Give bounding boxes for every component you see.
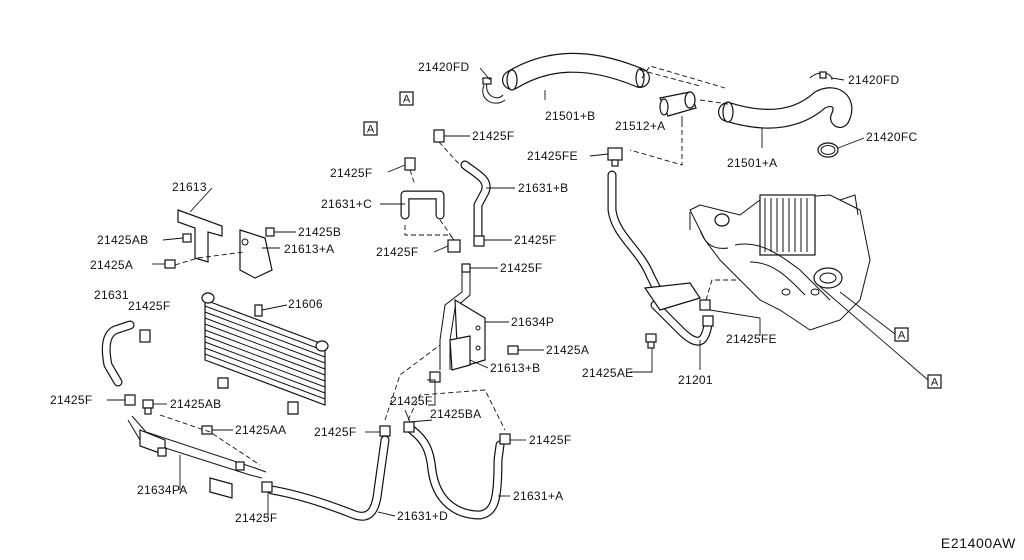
label-21501-b: 21501+B <box>545 109 595 123</box>
clip-21425f-8 <box>499 433 511 445</box>
label-21613: 21613 <box>172 180 207 194</box>
clip-21425f-7 <box>403 421 415 433</box>
label-21425f-3: 21425F <box>376 245 419 259</box>
svg-text:A: A <box>403 94 411 106</box>
label-21631: 21631 <box>94 288 129 302</box>
bolt-21425ab-lower <box>142 399 154 415</box>
label-21501-a: 21501+A <box>727 156 777 170</box>
ref-marker-a-lower-right: A <box>927 374 942 389</box>
clip-21425fe-bottom <box>699 299 711 311</box>
bolt-21425aa <box>201 425 213 435</box>
clip-21425f-4 <box>473 235 485 247</box>
bracket-21634pa <box>127 415 267 499</box>
hose-21631-b <box>460 160 491 243</box>
label-21634p: 21634P <box>511 315 554 329</box>
cooler-21606 <box>201 292 329 415</box>
clip-21425f-6 <box>379 425 391 437</box>
clamp-21420fc <box>817 142 839 158</box>
hose-21631-a <box>407 425 505 520</box>
label-21613-a: 21613+A <box>284 242 334 256</box>
clip-21425f-1 <box>433 129 445 143</box>
label-21425f-7: 21425F <box>314 425 357 439</box>
clip-21425f-3 <box>447 239 461 253</box>
label-21606: 21606 <box>288 297 323 311</box>
svg-text:A: A <box>898 330 906 342</box>
label-21425f-4: 21425F <box>514 233 557 247</box>
hose-21631-c <box>400 190 445 220</box>
svg-text:A: A <box>367 124 375 136</box>
label-21425b: 21425B <box>298 225 341 239</box>
label-21425f-11: 21425F <box>235 511 278 525</box>
label-21512-a: 21512+A <box>615 119 665 133</box>
bracket-21613-b <box>449 335 471 371</box>
label-21425a-center: 21425A <box>546 343 589 357</box>
label-21425ab-lower: 21425AB <box>170 397 221 411</box>
label-21425f-10: 21425F <box>50 393 93 407</box>
ref-marker-a-right: A <box>894 327 909 342</box>
engine-block <box>689 194 871 331</box>
label-21613-b: 21613+B <box>490 361 540 375</box>
hose-21501-b <box>502 52 650 91</box>
label-21420fd-left: 21420FD <box>418 60 469 74</box>
bolt-21425ae <box>645 333 657 349</box>
label-21425f-2: 21425F <box>330 166 373 180</box>
bolt-21425a-center <box>507 345 519 355</box>
label-21425ab-upper: 21425AB <box>97 233 148 247</box>
connector-21512-a <box>659 91 697 117</box>
label-21425a-left: 21425A <box>90 258 133 272</box>
label-21425f-1: 21425F <box>472 129 515 143</box>
label-21425f-5: 21425F <box>500 261 543 275</box>
label-21631-b: 21631+B <box>518 181 568 195</box>
ref-marker-a-top: A <box>399 91 414 106</box>
label-21631-d: 21631+D <box>397 509 448 523</box>
svg-text:A: A <box>931 377 939 389</box>
hose-21501-a <box>718 87 853 129</box>
clip-21425f-10 <box>124 394 136 406</box>
clip-21425fe-top <box>607 147 623 167</box>
hose-21631-d <box>267 435 390 521</box>
label-21420fc: 21420FC <box>866 130 917 144</box>
clip-21425f-11 <box>261 481 273 493</box>
label-21425fe-bottom: 21425FE <box>726 332 777 346</box>
label-21425ba: 21425BA <box>430 407 481 421</box>
bracket-21613-a <box>239 227 275 279</box>
hose-21631 <box>101 320 135 387</box>
label-21631-a: 21631+A <box>513 489 563 503</box>
diagram-code: E21400AW <box>941 535 1016 551</box>
bolt-21425a-left <box>164 259 176 269</box>
clip-21425f-2 <box>404 157 416 171</box>
clamp-21420fd-left <box>482 77 506 104</box>
label-21201: 21201 <box>678 373 713 387</box>
label-21425f-8: 21425F <box>529 433 572 447</box>
label-21425f-6a: 21425F <box>390 394 433 408</box>
clip-21425f-5 <box>461 263 471 273</box>
clamp-21420fd-right <box>809 71 833 81</box>
label-21631-c: 21631+C <box>321 197 372 211</box>
label-21420fd-right: 21420FD <box>848 73 899 87</box>
label-21425aa: 21425AA <box>235 423 286 437</box>
label-21425fe-top: 21425FE <box>527 149 578 163</box>
pipe-21201 <box>607 170 714 346</box>
label-21425f-9: 21425F <box>128 299 171 313</box>
label-21425ae: 21425AE <box>582 366 633 380</box>
clip-21425f-9 <box>139 329 151 343</box>
label-21634pa: 21634PA <box>137 483 188 497</box>
bracket-21613 <box>177 209 223 263</box>
ref-marker-a-mid: A <box>363 121 378 136</box>
